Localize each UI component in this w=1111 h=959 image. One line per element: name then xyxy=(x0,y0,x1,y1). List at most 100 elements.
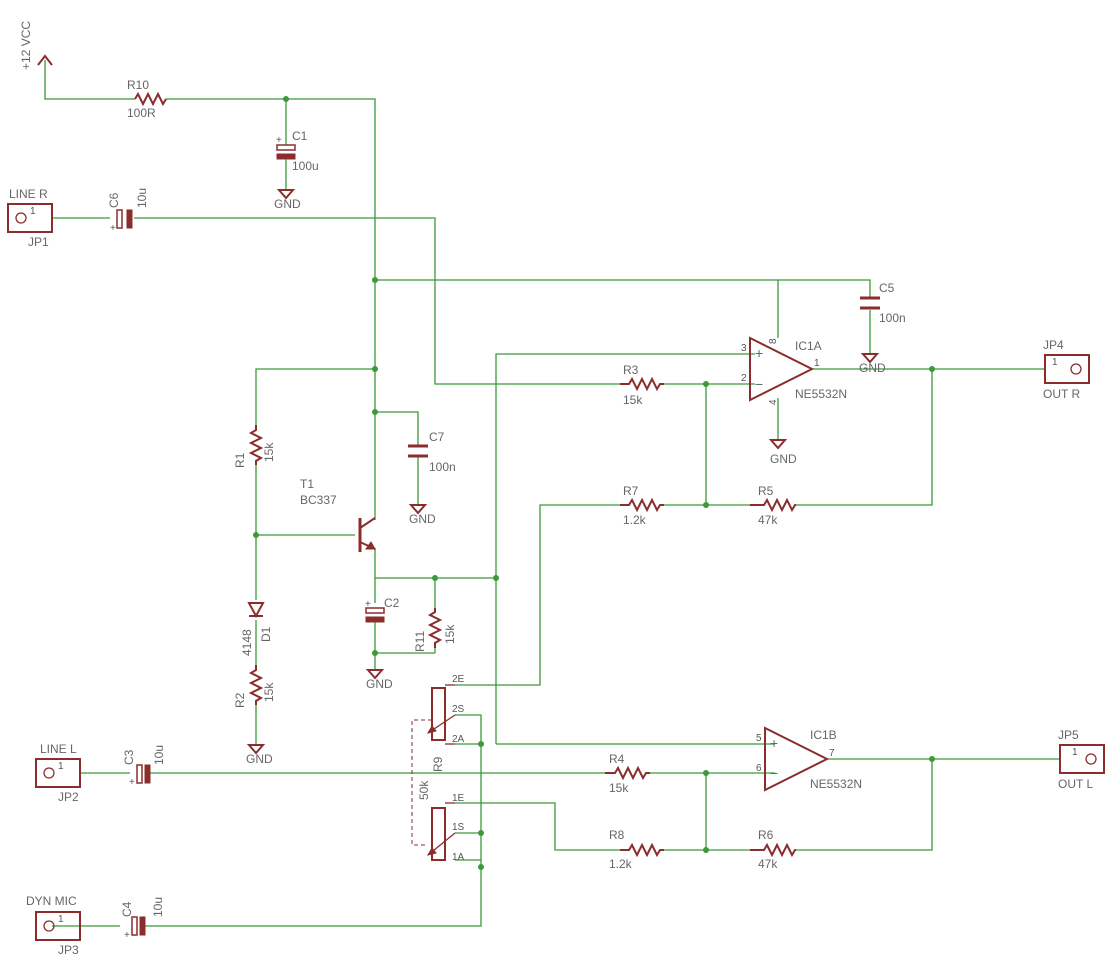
resistor-name: R3 xyxy=(623,363,639,377)
resistor-r1: R1 15k xyxy=(233,425,276,468)
connector-value: OUT L xyxy=(1058,777,1093,791)
pin-label: 5 xyxy=(756,733,762,744)
capacitor-name: C6 xyxy=(107,192,121,208)
potentiometer-r9: 2E 2S 2A 1E 1S 1A 50k R9 xyxy=(411,674,465,863)
opamp-value: NE5532N xyxy=(810,777,862,791)
connector-jp5: 1 JP5 OUT L xyxy=(1058,728,1105,791)
svg-text:+: + xyxy=(129,777,135,788)
resistor-r2: R2 15k xyxy=(233,665,276,708)
connector-jp2: 1 LINE L JP2 xyxy=(35,742,81,804)
pin-label: 1A xyxy=(452,852,465,863)
capacitor-name: C1 xyxy=(292,129,308,143)
resistor-value: 15k xyxy=(609,781,629,795)
capacitor-c4: + C4 10u xyxy=(120,897,165,941)
pin-label: 2 xyxy=(741,373,747,384)
resistor-r11: R11 15k xyxy=(413,608,457,652)
svg-text:+: + xyxy=(755,345,763,361)
transistor-value: BC337 xyxy=(300,493,337,507)
resistor-r6: R6 47k xyxy=(750,828,796,871)
potentiometer-value: 50k xyxy=(417,780,431,800)
opamp-ic1a: + − 3 2 1 8 4 IC1A NE5532N xyxy=(741,336,847,405)
gnd-label: GND xyxy=(366,677,393,691)
gnd-label: GND xyxy=(274,197,301,211)
resistor-value: 1.2k xyxy=(609,857,633,871)
pin-label: 1 xyxy=(30,206,36,217)
capacitor-value: 100n xyxy=(879,311,906,325)
vcc-symbol: +12 VCC xyxy=(19,21,53,70)
resistor-value: 47k xyxy=(758,513,778,527)
opamp-name: IC1A xyxy=(795,339,822,353)
gnd-label: GND xyxy=(859,361,886,375)
pin-label: 4 xyxy=(768,399,779,405)
opamp-name: IC1B xyxy=(810,728,837,742)
resistor-r8: R8 1.2k xyxy=(609,828,664,871)
resistor-value: 100R xyxy=(127,106,156,120)
capacitor-name: C2 xyxy=(384,596,400,610)
connector-value: OUT R xyxy=(1043,387,1080,401)
resistor-value: 15k xyxy=(262,682,276,702)
svg-text:+: + xyxy=(276,135,282,146)
resistor-r7: R7 1.2k xyxy=(620,484,664,527)
gnd-symbol-r2: GND xyxy=(246,744,273,766)
gnd-symbol-c5: GND xyxy=(859,353,886,375)
capacitor-c3: + C3 10u xyxy=(122,745,166,788)
resistor-name: R8 xyxy=(609,828,625,842)
resistor-name: R10 xyxy=(127,78,149,92)
resistor-name: R1 xyxy=(233,452,247,468)
capacitor-c2: + C2 xyxy=(365,596,400,623)
connector-name: JP1 xyxy=(28,235,49,249)
pin-label: 1 xyxy=(1072,747,1078,758)
diode-d1: 4148 D1 xyxy=(240,602,273,656)
resistor-value: 15k xyxy=(443,624,457,644)
svg-text:+: + xyxy=(110,223,116,234)
pin-label: 3 xyxy=(741,343,747,354)
resistor-name: R6 xyxy=(758,828,774,842)
capacitor-c5: C5 100n xyxy=(860,281,906,325)
gnd-symbol-c1: GND xyxy=(274,189,301,211)
capacitor-value: 10u xyxy=(152,745,166,765)
resistor-name: R5 xyxy=(758,484,774,498)
capacitor-c1: + C1 100u xyxy=(276,129,319,173)
svg-text:+: + xyxy=(124,930,130,941)
gnd-label: GND xyxy=(770,452,797,466)
pin-label: 1 xyxy=(58,761,64,772)
resistor-r4: R4 15k xyxy=(605,752,650,795)
connector-jp3: 1 DYN MIC JP3 xyxy=(26,894,81,957)
pin-label: 1 xyxy=(58,914,64,925)
gnd-symbol-c2: GND xyxy=(365,669,393,691)
pin-label: 2A xyxy=(452,734,465,745)
svg-text:−: − xyxy=(770,765,778,781)
connector-name: JP2 xyxy=(58,790,79,804)
vcc-label: +12 VCC xyxy=(19,21,33,70)
connector-jp4: 1 JP4 OUT R xyxy=(1043,338,1090,401)
connector-name: JP5 xyxy=(1058,728,1079,742)
resistor-r10: R10 100R xyxy=(127,78,171,120)
capacitor-name: C3 xyxy=(122,749,136,765)
resistor-r3: R3 15k xyxy=(620,363,664,407)
svg-text:+: + xyxy=(365,599,371,610)
capacitor-value: 10u xyxy=(135,188,149,208)
gnd-label: GND xyxy=(409,512,436,526)
diode-name: D1 xyxy=(259,626,273,642)
connector-jp1: 1 LINE R JP1 xyxy=(7,187,53,249)
capacitor-c7: C7 100n xyxy=(408,430,456,474)
resistor-value: 47k xyxy=(758,857,778,871)
pin-label: 1E xyxy=(452,793,465,804)
connector-value: LINE L xyxy=(40,742,77,756)
junctions xyxy=(253,96,935,870)
capacitor-c6: + C6 10u xyxy=(107,188,149,234)
connector-name: JP4 xyxy=(1043,338,1064,352)
pin-label: 2S xyxy=(452,704,465,715)
capacitor-name: C5 xyxy=(879,281,895,295)
resistor-name: R2 xyxy=(233,692,247,708)
pin-label: 1 xyxy=(814,358,820,369)
pin-label: 8 xyxy=(768,338,779,344)
gnd-symbol-c7: GND xyxy=(408,504,436,526)
gnd-label: GND xyxy=(246,752,273,766)
transistor-name: T1 xyxy=(300,477,314,491)
pin-label: 1S xyxy=(452,822,465,833)
pin-label: 2E xyxy=(452,674,465,685)
resistor-name: R7 xyxy=(623,484,639,498)
pin-label: 1 xyxy=(1052,357,1058,368)
